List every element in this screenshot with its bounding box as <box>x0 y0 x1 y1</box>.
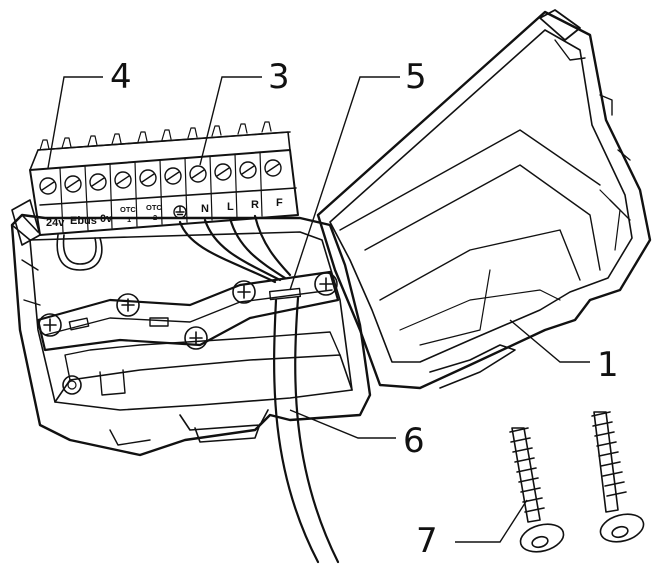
terminal-dividers <box>59 151 263 233</box>
supply-cable <box>273 296 340 564</box>
callout-3: 3 <box>268 57 290 97</box>
terminal-screws <box>39 159 282 195</box>
callout-5: 5 <box>405 57 427 97</box>
callout-4: 4 <box>110 57 132 97</box>
callout-1: 1 <box>597 345 619 385</box>
clamp-screws <box>38 272 338 350</box>
mains-wires <box>178 214 292 284</box>
terminal-label-f: F <box>276 197 283 209</box>
base-housing <box>10 213 372 457</box>
callout-7: 7 <box>416 521 438 561</box>
hinged-cover <box>316 9 652 390</box>
terminal-label-ebus: Ebus <box>70 215 97 227</box>
terminal-label-otc2-number: 2 <box>153 213 157 222</box>
callout-6: 6 <box>403 421 425 461</box>
terminal-label-otc2: OTC <box>146 203 162 212</box>
cable-clamp <box>36 270 340 352</box>
terminal-block: 24v Ebus 0v OTC 1 OTC 2 N L R F <box>11 121 299 271</box>
terminal-label-l: L <box>227 201 234 213</box>
terminal-label-n: N <box>201 203 209 215</box>
terminal-label-otc1-number: 1 <box>127 215 131 224</box>
terminal-label-24v: 24v <box>46 217 65 229</box>
pan-head-screw-icon <box>509 427 565 553</box>
terminal-label-otc1: OTC <box>120 205 136 214</box>
pan-head-screw-icon <box>591 411 645 543</box>
terminal-label-0v: 0v <box>100 213 113 225</box>
leader-lines <box>47 76 590 543</box>
earth-ground-icon <box>173 205 187 219</box>
terminal-label-r: R <box>251 199 259 211</box>
